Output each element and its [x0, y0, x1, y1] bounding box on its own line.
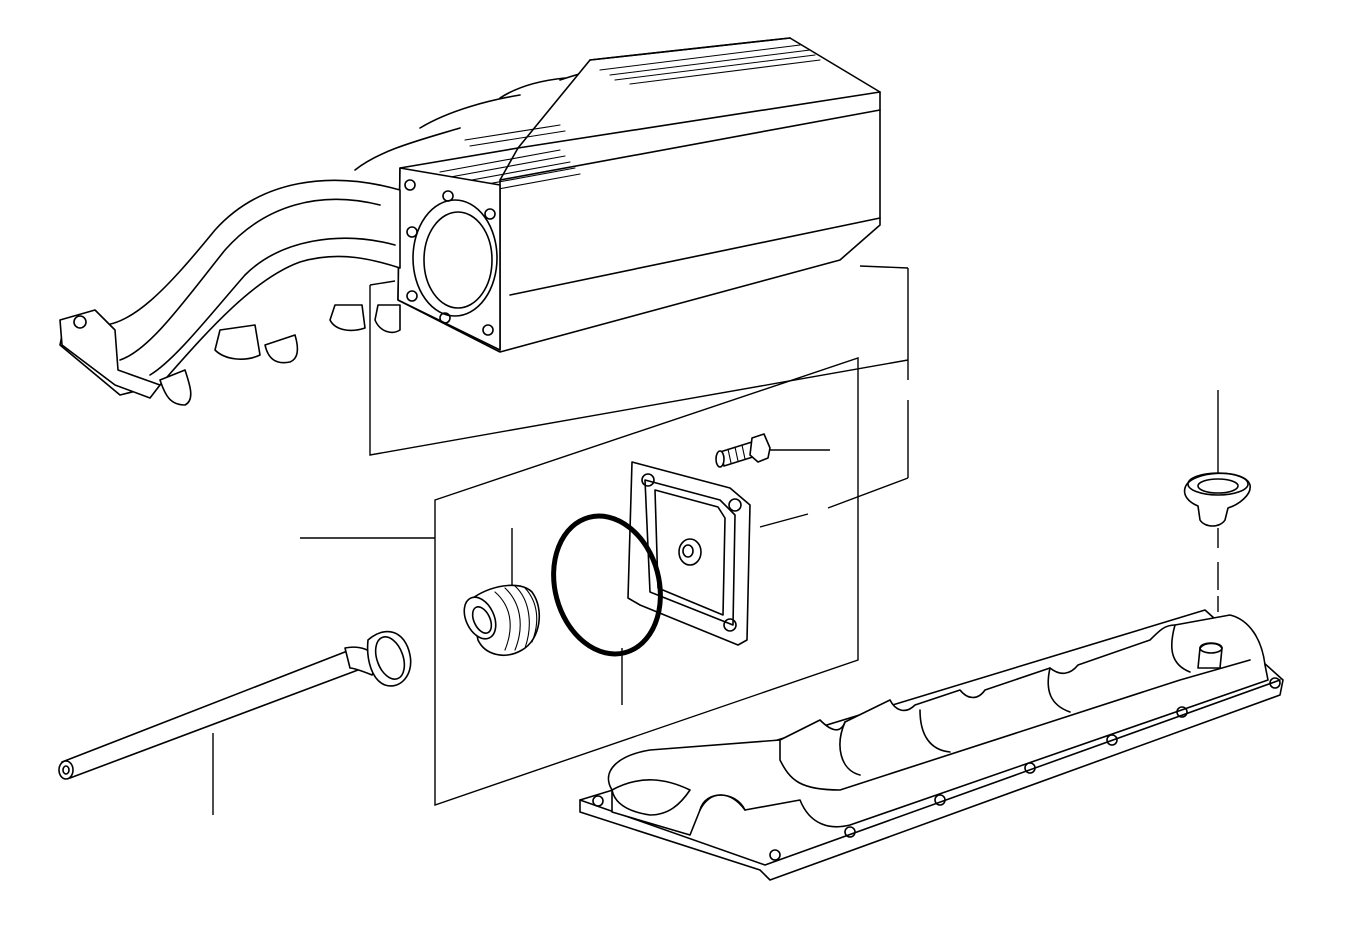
flange-plate-icon[interactable] [627, 461, 751, 646]
o-ring-icon[interactable] [539, 504, 676, 666]
leader-lines [212, 265, 1219, 815]
intake-manifold-icon[interactable] [59, 37, 881, 406]
sleeve-icon[interactable] [458, 584, 540, 656]
bolt-icon[interactable] [715, 433, 771, 468]
pipe-icon[interactable] [58, 630, 412, 780]
grommet-icon[interactable] [1183, 472, 1251, 527]
valve-cover-icon[interactable] [579, 609, 1284, 881]
